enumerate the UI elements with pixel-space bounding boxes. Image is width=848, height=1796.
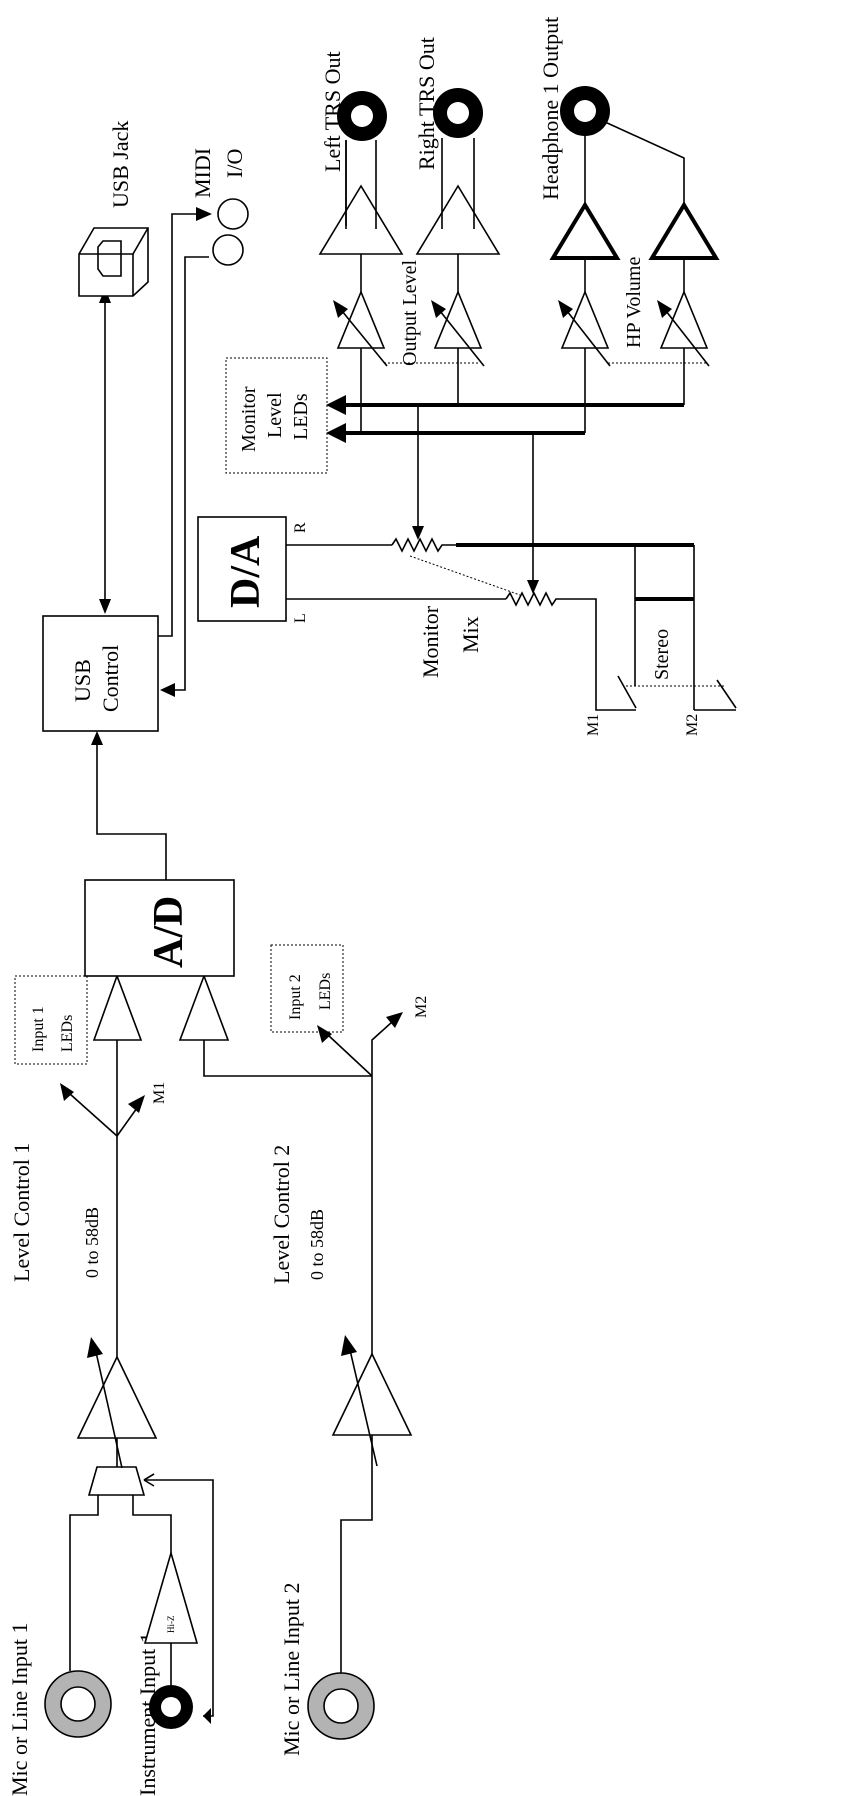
right-trs-out-jack: [433, 88, 483, 138]
monitor-label: Monitor: [418, 605, 443, 678]
m1-send-wire: [116, 1107, 138, 1137]
mic-line-input-2-jack: [307, 1672, 375, 1740]
input-1-leds-label-b: LEDs: [59, 1015, 76, 1052]
mic-line-input-1-label: Mic or Line Input 1: [7, 1622, 32, 1796]
preamp-1: [76, 1355, 158, 1439]
usb-control-label-b: Control: [98, 645, 123, 712]
ad-converter: [84, 879, 235, 977]
m1-switch-blade: [617, 675, 637, 709]
ad-buffer-2: [178, 973, 230, 1041]
midi-in-wire: [175, 256, 209, 691]
ad-to-usb-wire: [96, 745, 167, 880]
input-1-selector: [87, 1466, 146, 1496]
da-label: D/A: [223, 535, 269, 608]
ad-buffer-1: [92, 973, 143, 1041]
level-control-2-label: Level Control 2: [269, 1145, 294, 1284]
monitor-leds-label-c: LEDs: [290, 393, 312, 440]
da-r-label: R: [292, 522, 309, 533]
monitor-pot-l: [505, 591, 597, 686]
ad-label: A/D: [146, 896, 192, 968]
monitor-leds-label-b: Level: [264, 392, 286, 438]
gain-1-arrow: [95, 1351, 123, 1469]
line-driver-right: [415, 184, 501, 255]
usb-jack-label: USB Jack: [108, 121, 133, 208]
midi-out-wire: [158, 213, 196, 637]
input-2-leds-label-a: Input 2: [287, 974, 304, 1020]
stereo-label: Stereo: [651, 629, 673, 680]
m2-send-wire: [371, 1021, 393, 1076]
usb-control: [42, 615, 159, 732]
left-trs-out-jack: [337, 91, 387, 141]
hp-volume-label: HP Volume: [623, 257, 645, 348]
da-l-label: L: [292, 613, 309, 623]
preamp-2-to-ad-wire: [203, 1040, 372, 1077]
hp-amp-left: [549, 201, 621, 260]
input-2-leds-box: [270, 944, 344, 1033]
m2-send-label: M2: [413, 996, 430, 1018]
headphone-1-output-label: Headphone 1 Output: [538, 17, 563, 200]
input-2-leds-label-b: LEDs: [317, 973, 334, 1010]
headphone-1-output-jack: [560, 86, 610, 136]
da-converter: [197, 516, 287, 622]
usb-control-label-a: USB: [70, 659, 95, 702]
line-driver-left: [318, 184, 404, 255]
hp-amp-right: [648, 201, 720, 260]
output-level-pot-right: [433, 289, 483, 349]
mic1-wire: [69, 1495, 99, 1671]
m2-switch-blade: [716, 679, 737, 709]
instrument-input-1-label: Instrument Input 1: [135, 1632, 160, 1796]
output-level-label: Output Level: [399, 259, 421, 366]
usb-jack-icon: [78, 227, 149, 297]
midi-in-jack: [212, 234, 244, 266]
input1-led-wire: [69, 1093, 118, 1137]
input-1-leds-box: [14, 975, 88, 1065]
midi-out-jack: [217, 198, 249, 230]
midi-label-a: MIDI: [190, 148, 215, 198]
mix-label: Mix: [458, 616, 483, 653]
monitor-leds-label-a: Monitor: [238, 386, 260, 452]
mic-line-input-1-jack: [44, 1670, 112, 1738]
m1-send-label: M1: [151, 1082, 168, 1104]
instrument-input-1-jack: [149, 1685, 193, 1729]
hp-volume-pot-right: [659, 289, 709, 349]
m1-switch-label: M1: [585, 714, 602, 736]
hiz-out-wire: [132, 1495, 172, 1553]
level-control-1-label: Level Control 1: [9, 1143, 34, 1282]
right-trs-out-label: Right TRS Out: [414, 37, 439, 170]
input-1-leds-label-a: Input 1: [30, 1006, 47, 1052]
preamp-2: [331, 1352, 413, 1436]
hp-volume-pot-left: [560, 289, 610, 349]
input2-led-wire: [327, 1034, 373, 1077]
mic-line-input-2-label: Mic or Line Input 2: [279, 1582, 304, 1756]
monitor-pot-gang: [409, 555, 521, 596]
gain-2-arrow: [349, 1349, 378, 1467]
output-level-pot-left: [336, 289, 386, 349]
left-trs-out-label: Left TRS Out: [320, 51, 345, 172]
monitor-pot-r: [391, 537, 456, 553]
gain-range-1-label: 0 to 58dB: [82, 1207, 102, 1278]
gain-range-2-label: 0 to 58dB: [307, 1209, 327, 1280]
m2-switch-label: M2: [684, 714, 701, 736]
midi-label-b: I/O: [222, 149, 247, 178]
hiz-label: Hi-Z: [166, 1616, 176, 1634]
mic2-wire: [340, 1435, 373, 1673]
